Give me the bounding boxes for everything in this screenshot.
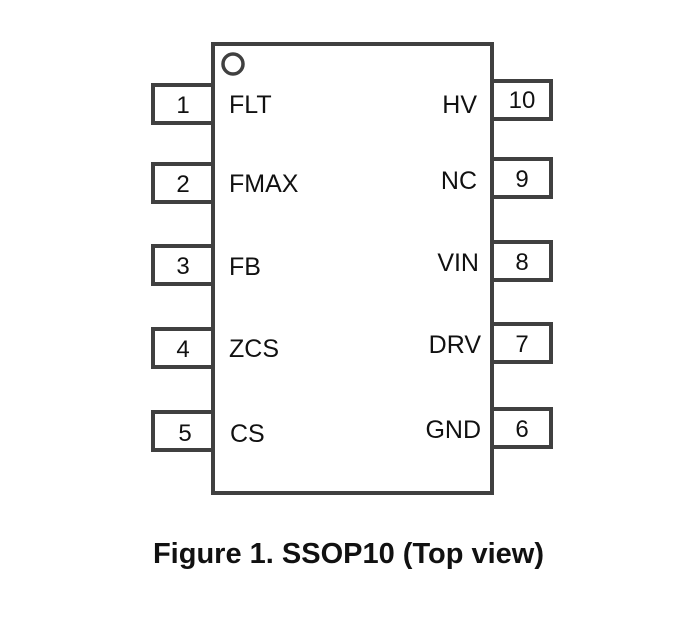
pin-name: NC (441, 167, 477, 195)
pin-number: 10 (509, 87, 536, 114)
pin-name: GND (425, 416, 481, 444)
figure-caption: Figure 1. SSOP10 (Top view) (152, 538, 545, 570)
pin-name: FB (229, 253, 261, 281)
ic-body (211, 42, 494, 495)
pin-number: 7 (515, 331, 528, 358)
right-pin: 10 HV (442, 79, 553, 121)
pin-name: DRV (429, 331, 482, 359)
pin-number: 3 (176, 253, 189, 280)
pin-box (151, 162, 215, 204)
pin-name: ZCS (229, 335, 279, 363)
pin-number: 2 (176, 171, 189, 198)
left-pin: 1 FLT (151, 83, 272, 125)
pin-name: VIN (437, 249, 479, 277)
pin-box (151, 327, 215, 369)
pin-number: 1 (176, 92, 189, 119)
pin-box (151, 244, 215, 286)
left-pin: 5 CS (151, 410, 265, 452)
right-pin: 7 DRV (429, 322, 553, 364)
pin-box (490, 407, 553, 449)
pin-name: FMAX (229, 170, 299, 198)
left-pin: 3 FB (151, 244, 261, 286)
pin-number: 8 (515, 249, 528, 276)
pin-number: 9 (515, 166, 528, 193)
pin-name: FLT (229, 91, 272, 119)
pin-box (151, 410, 215, 452)
pin-number: 4 (176, 336, 189, 363)
right-pin: 6 GND (425, 407, 553, 449)
right-pin: 8 VIN (437, 240, 553, 282)
pin-box (490, 322, 553, 364)
pin-box (490, 79, 553, 121)
pin-name: HV (442, 91, 477, 119)
pin-box (151, 83, 215, 125)
pin-box (490, 157, 553, 199)
pin1-marker-icon (221, 52, 245, 76)
left-pin: 4 ZCS (151, 327, 279, 369)
pin-box (490, 240, 553, 282)
pin-number: 6 (515, 416, 528, 443)
right-pin: 9 NC (441, 157, 553, 199)
pin-name: CS (230, 420, 265, 448)
left-pin: 2 FMAX (151, 162, 299, 204)
pin-number: 5 (178, 420, 191, 447)
